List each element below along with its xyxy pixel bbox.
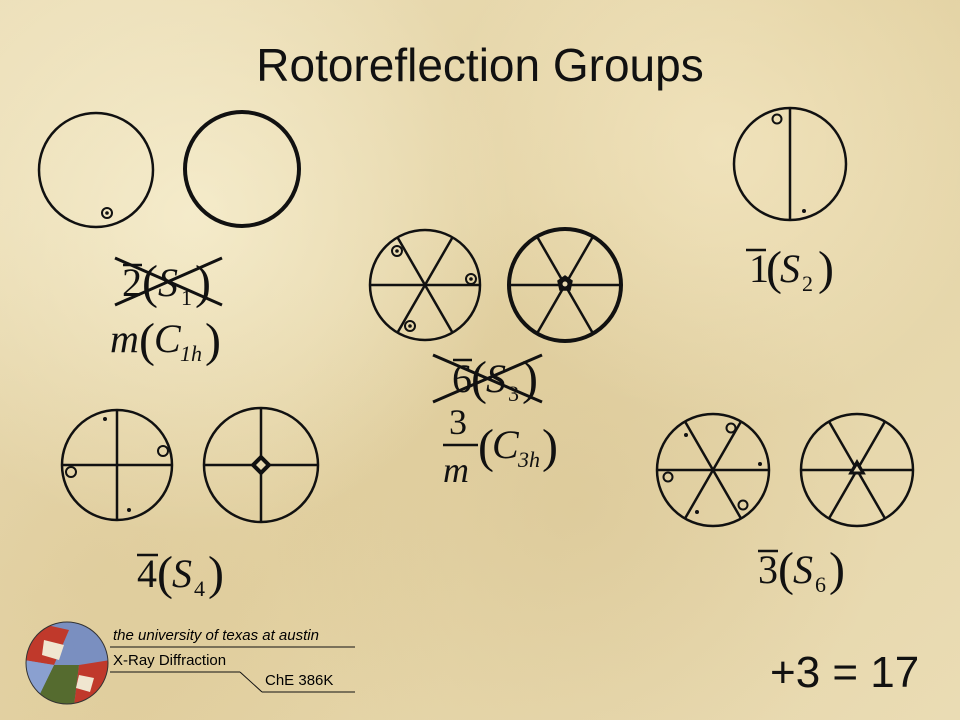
- dot-icon: [408, 324, 412, 328]
- stereogram-s1-mirror: [183, 110, 301, 228]
- s2-paren-close: ): [818, 242, 834, 295]
- s3-letter: S: [486, 356, 506, 401]
- s1-paren-open: (: [142, 256, 158, 309]
- s3-base: 6: [452, 356, 472, 401]
- open-circle-icon: [771, 113, 783, 125]
- s6-paren-close: ): [829, 543, 845, 596]
- s3-paren-close: ): [522, 352, 538, 405]
- s1-alt-paren-close: ): [205, 314, 221, 367]
- open-circle-icon: [65, 466, 77, 478]
- s6-base: 3: [758, 547, 778, 592]
- s3-index: 3: [508, 381, 519, 406]
- escher-sphere-logo: [25, 621, 109, 705]
- dot-icon: [469, 277, 473, 281]
- s3-alt-paren-close: ): [542, 420, 558, 473]
- s3-alt-den: m: [443, 450, 469, 490]
- s1-alt-base: m: [110, 316, 139, 361]
- s3-paren-open: (: [471, 352, 487, 405]
- s4-letter: S: [172, 551, 192, 596]
- s4-index: 4: [194, 576, 205, 601]
- dot-icon: [802, 209, 806, 213]
- department-name: X-Ray Diffraction: [113, 652, 227, 669]
- footer-rules: [110, 646, 355, 693]
- s3-alt-letter: C: [492, 422, 520, 467]
- s2-letter: S: [780, 246, 800, 291]
- circled-dot-icon: [404, 320, 416, 332]
- triangle-inner-icon: [853, 466, 861, 472]
- dot-icon: [395, 249, 399, 253]
- open-circle-icon: [157, 445, 169, 457]
- s2-paren-open: (: [766, 242, 782, 295]
- s1-alt-index: 1h: [180, 341, 202, 366]
- open-circle-icon: [725, 422, 737, 434]
- s3-alt-num: 3: [449, 402, 467, 442]
- circled-dot-icon: [391, 245, 403, 257]
- circled-dot-icon: [101, 207, 113, 219]
- dot-icon: [758, 462, 762, 466]
- s2-base: 1: [749, 246, 769, 291]
- symbol-labels: 2 ( S 1 ) m ( C 1h ) 1 ( S 2 ) 6 ( S 3 )…: [110, 242, 845, 601]
- open-circle-icon: [737, 499, 749, 511]
- cross-line-b: [114, 256, 223, 307]
- course-code: ChE 386K: [265, 672, 334, 689]
- s3-line-b: [396, 236, 454, 334]
- s4-paren-close: ): [208, 547, 224, 600]
- s4-paren-open: (: [157, 547, 173, 600]
- s6-letter: S: [793, 547, 813, 592]
- s1-index: 1: [181, 285, 192, 310]
- footer-rule-diag: [239, 671, 263, 693]
- stereogram-s1-poles: [37, 111, 155, 229]
- dot-icon: [103, 417, 107, 421]
- s1-alt-paren-open: (: [139, 314, 155, 367]
- open-circle-icon: [662, 471, 674, 483]
- university-name: the university of texas at austin: [113, 627, 319, 644]
- diamond-inner-icon: [256, 460, 266, 470]
- circled-dot-icon: [465, 273, 477, 285]
- s6-line-b: [683, 420, 743, 520]
- s3-alt-index: 3h: [517, 447, 540, 472]
- score-text: +3 = 17: [770, 648, 920, 697]
- s2-index: 2: [802, 271, 813, 296]
- dot-icon: [684, 433, 688, 437]
- page-title: Rotoreflection Groups: [256, 39, 704, 91]
- s3-alt-paren-open: (: [478, 420, 494, 473]
- dot-icon: [105, 211, 109, 215]
- s1-alt-letter: C: [154, 316, 182, 361]
- dot-icon: [695, 510, 699, 514]
- s6-paren-open: (: [778, 543, 794, 596]
- center-dot-icon: [562, 281, 568, 287]
- dot-icon: [127, 508, 131, 512]
- cross-line-b: [432, 353, 543, 404]
- s6-index: 6: [815, 572, 826, 597]
- s4-base: 4: [137, 551, 157, 596]
